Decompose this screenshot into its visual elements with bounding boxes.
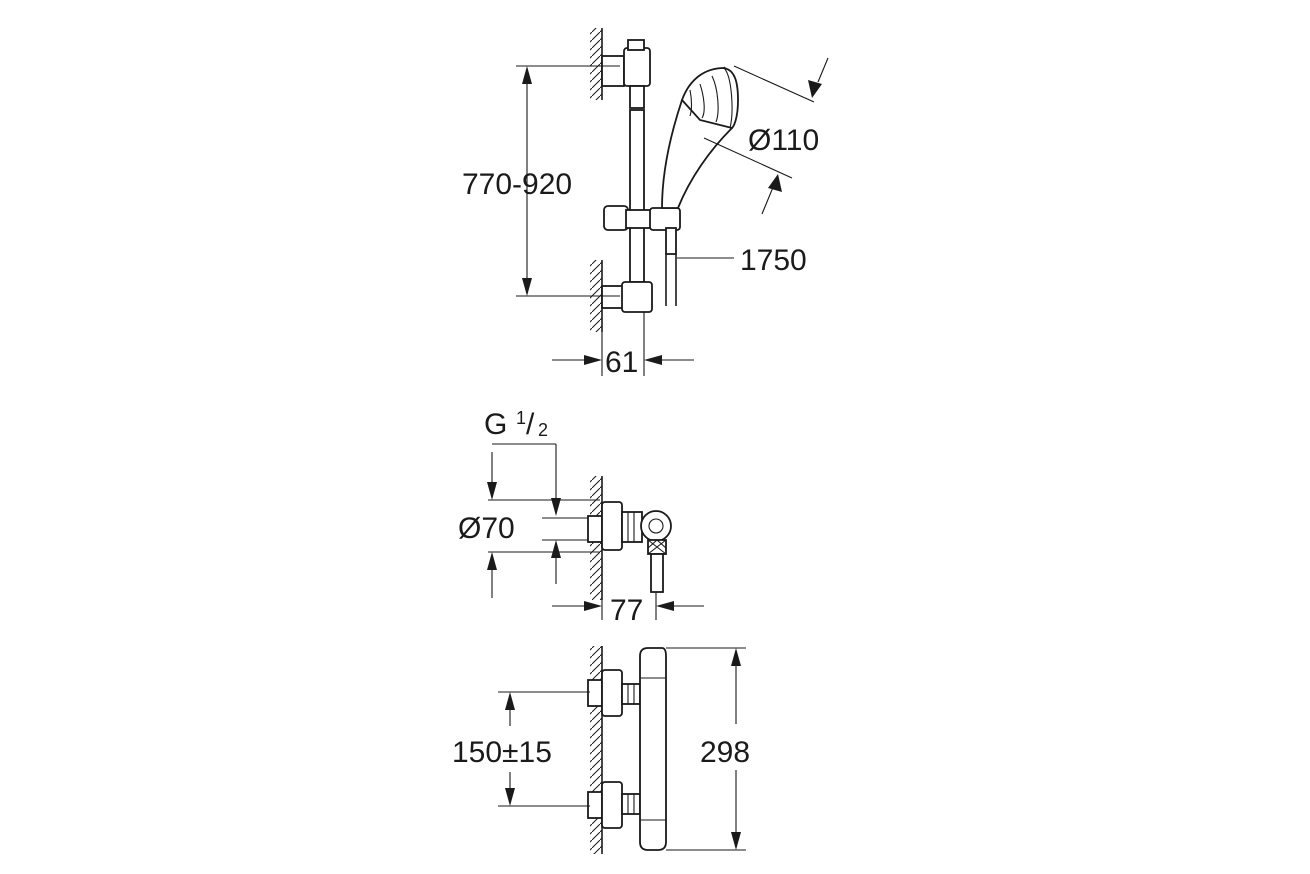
dim-rosette-diameter-label: Ø70 <box>458 512 515 545</box>
wall-hatch-top <box>590 28 602 100</box>
top-bracket <box>601 39 651 87</box>
bottom-bracket <box>601 281 653 313</box>
mixer-front-view: 150±15 298 <box>452 646 750 854</box>
mixer-body <box>639 647 667 851</box>
upper-inlet <box>587 669 641 717</box>
mixer-side-view: Ø70 G 1 / 2 77 <box>458 408 704 627</box>
rail <box>629 85 645 283</box>
dim-inlet-spacing <box>498 691 590 807</box>
dim-thread-base: G <box>484 408 507 441</box>
slider <box>603 205 681 255</box>
dim-rail-depth <box>552 312 694 376</box>
dim-head-diameter-label: Ø110 <box>748 124 819 157</box>
dim-rail-depth-label: 61 <box>605 346 638 379</box>
dim-rosette-diameter <box>487 452 600 598</box>
dim-thread-denominator: 2 <box>538 420 548 440</box>
dim-thread <box>492 443 588 584</box>
dim-mixer-height <box>666 647 746 851</box>
dim-thread-slash: / <box>526 408 535 441</box>
hose <box>665 254 677 306</box>
lower-inlet <box>587 781 641 829</box>
dim-rail-spacing-label: 770-920 <box>462 168 572 201</box>
dim-rail-spacing <box>516 65 620 297</box>
dim-hose-length-label: 1750 <box>740 244 807 277</box>
dim-thread-numerator: 1 <box>516 408 526 428</box>
dim-mixer-depth-label: 77 <box>610 594 643 627</box>
dim-inlet-spacing-label: 150±15 <box>452 736 552 769</box>
dim-head-diameter <box>703 57 829 215</box>
mixer-outlet <box>640 510 672 593</box>
wall-hatch-lower <box>590 646 602 854</box>
dim-mixer-depth <box>552 592 704 620</box>
rail-set-view: 770-920 Ø110 1750 61 <box>462 28 829 379</box>
mixer-connector <box>587 501 643 551</box>
dim-mixer-height-label: 298 <box>700 736 750 769</box>
hand-shower <box>661 66 739 209</box>
